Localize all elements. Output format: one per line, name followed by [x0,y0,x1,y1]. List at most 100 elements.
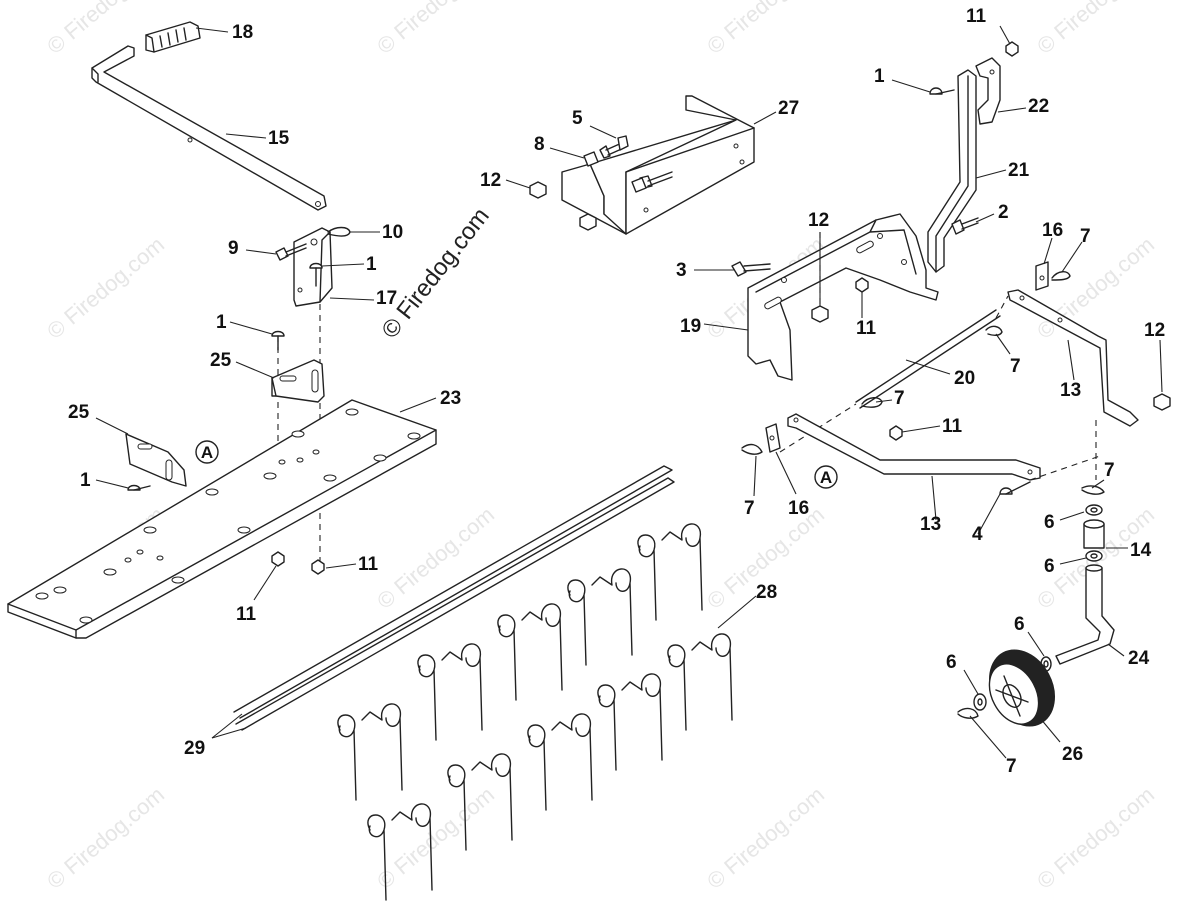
part-label-11: 11 [966,6,987,27]
cotter-pin [741,443,763,455]
hex-nut [1005,41,1019,57]
wheel [988,649,1055,727]
part-label-28: 28 [756,582,777,603]
part-label-19: 19 [680,316,701,337]
plate-slots [35,408,421,624]
part-label-21: 21 [1008,160,1030,181]
clevis-pin [929,87,955,95]
watermark-text: © Firedog.com [1032,232,1159,344]
callout-a-label: A [201,443,213,462]
watermark-text: © Firedog.com [372,0,499,59]
part-label-12: 12 [480,170,501,191]
spring-tine [337,703,403,801]
hex-nut [855,277,869,293]
part-label-7: 7 [744,498,755,519]
part-label-25: 25 [68,402,90,423]
watermark-text: © Firedog.com [42,232,169,344]
spring-tine [527,713,593,811]
part-label-23: 23 [440,388,461,409]
main-frame-plate [7,399,437,639]
spring-tine [567,568,633,666]
part-label-26: 26 [1062,744,1083,765]
carriage-bolt [599,135,629,159]
part-label-7: 7 [1010,356,1021,377]
hair-pin-10 [327,226,351,237]
lock-nut [1153,393,1171,411]
cotter-pin [1081,485,1105,495]
cotter-pin [1051,271,1071,281]
part-label-17: 17 [376,288,397,309]
spacer-tube [1083,519,1105,549]
spring-tine [447,753,513,851]
side-frame [747,213,939,381]
weight-bracket [561,95,755,235]
part-label-16: 16 [1042,220,1063,241]
part-label-24: 24 [1128,648,1150,669]
part-label-10: 10 [382,222,403,243]
part-label-25: 25 [210,350,232,371]
watermark-text: © Firedog.com [702,782,829,894]
part-label-6: 6 [1014,614,1025,635]
part-label-7: 7 [894,388,905,409]
part-label-15: 15 [268,128,290,149]
lift-lever [927,69,977,273]
part-label-9: 9 [228,238,239,259]
tine-rods [233,465,675,731]
clevis-pin [309,262,323,287]
watermark-text: © Firedog.com [42,782,169,894]
part-label-11: 11 [358,554,379,575]
bolt-9 [275,243,307,261]
part-label-8: 8 [534,134,545,155]
part-label-22: 22 [1028,96,1049,117]
lock-nut [579,213,597,231]
spring-tine [597,673,663,771]
cotter-pin [985,325,1003,337]
washer [1085,550,1103,562]
watermark-text: © Firedog.com [1032,0,1159,59]
spring-tine [637,523,703,621]
mounting-bracket-lower [125,433,187,487]
part-label-11: 11 [856,318,877,339]
lift-bracket [975,57,1001,125]
cotter-pin [957,707,979,719]
part-label-7: 7 [1104,460,1115,481]
hex-bolt [731,261,771,277]
washer [1085,504,1103,516]
part-label-18: 18 [232,22,253,43]
watermark-text: © Firedog.com [372,782,499,894]
callout-a-label: A [820,468,832,487]
part-label-16: 16 [788,498,809,519]
part-label-12: 12 [808,210,829,231]
hex-nut [271,551,285,567]
part-label-12: 12 [1144,320,1165,341]
axle-rod [855,309,1001,409]
spring-tine [417,643,483,741]
part-label-1: 1 [216,312,227,333]
part-label-6: 6 [946,652,957,673]
spacer [583,151,647,193]
leader-lines [95,25,1163,759]
carriage-bolt [999,481,1031,495]
part-label-1: 1 [874,66,885,87]
handle-grip [145,21,201,53]
lock-nut [529,181,547,199]
hex-nut [889,425,903,441]
part-label-6: 6 [1044,512,1055,533]
part-label-27: 27 [778,98,799,119]
part-label-3: 3 [676,260,687,281]
part-label-11: 11 [942,416,963,437]
wheel-axle [1055,564,1115,665]
part-label-20: 20 [954,368,975,389]
depth-arm-upper [1007,289,1139,427]
mounting-bracket-upper [271,359,325,403]
spring-tine [367,803,433,901]
part-labels: 18 15 10 9 1 17 1 25 23 25 1 11 11 5 27 … [68,6,1165,777]
callout-a: A [195,440,219,464]
part-label-29: 29 [184,738,205,759]
part-label-1: 1 [80,470,91,491]
axle-bracket [1035,261,1049,291]
part-label-14: 14 [1130,540,1152,561]
part-label-13: 13 [1060,380,1081,401]
part-label-11: 11 [236,604,257,625]
